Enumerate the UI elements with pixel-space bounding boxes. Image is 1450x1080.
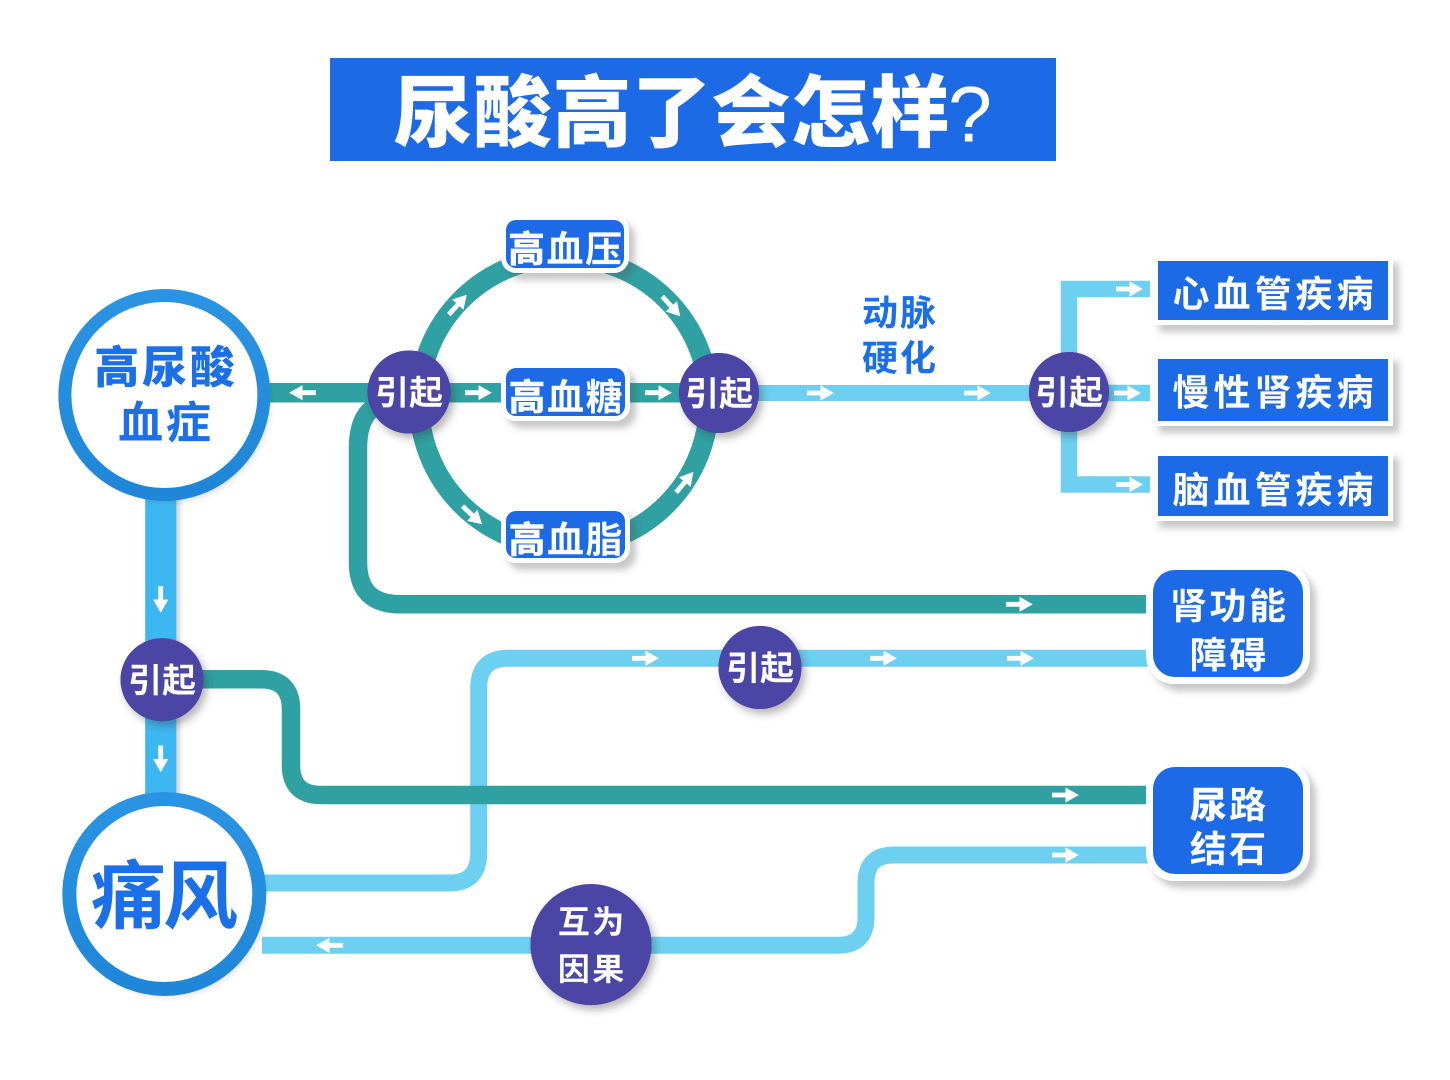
svg-text:?: ? (948, 70, 992, 159)
